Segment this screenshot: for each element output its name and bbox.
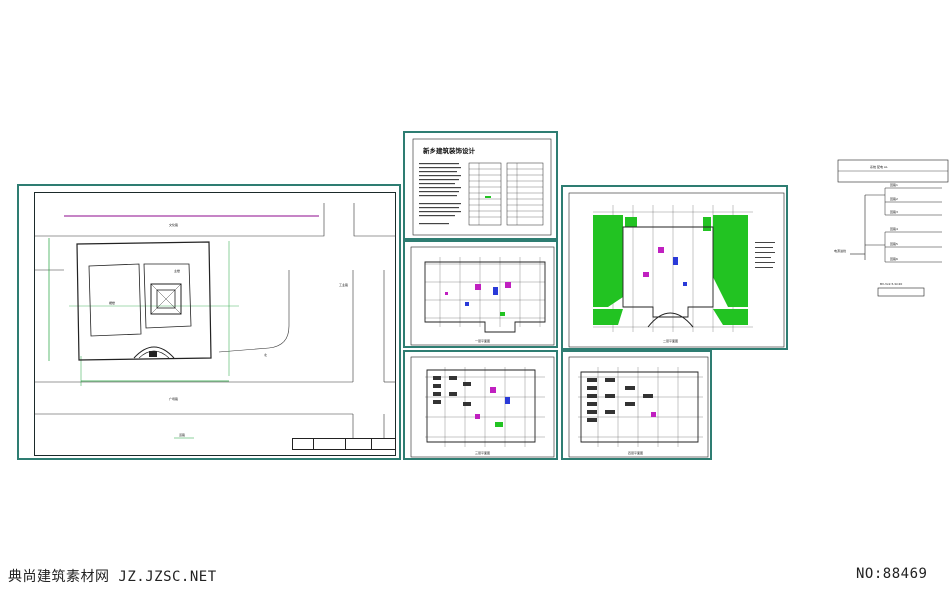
svg-text:主楼: 主楼 — [174, 268, 180, 273]
floor-plan-4-sheet[interactable]: 四层平面图 — [561, 350, 712, 460]
svg-text:一层平面图: 一层平面图 — [475, 338, 490, 343]
floor-plan-3-sheet[interactable]: 三层平面图 — [403, 350, 558, 460]
cover-title: 新乡建筑装饰设计 — [423, 146, 476, 155]
floor-plan-1-drawing: 一层平面图 — [410, 246, 555, 346]
floor-plan-1-sheet[interactable]: 一层平面图 — [403, 240, 558, 348]
svg-text:三层平面图: 三层平面图 — [475, 450, 490, 455]
svg-text:回路2: 回路2 — [890, 196, 898, 201]
site-plan-title-block — [292, 438, 396, 450]
svg-text:回路5: 回路5 — [890, 241, 898, 246]
svg-text:二层平面图: 二层平面图 — [663, 338, 678, 343]
svg-text:广场路: 广场路 — [169, 396, 178, 401]
svg-text:道路: 道路 — [179, 432, 185, 437]
site-plan-inner-frame — [34, 192, 396, 456]
floor-plan-3-drawing: 三层平面图 — [410, 356, 555, 458]
svg-text:四层平面图: 四层平面图 — [628, 450, 643, 455]
floor-plan-2-drawing: 二层平面图 — [568, 192, 785, 348]
site-plan-sheet[interactable]: 文化路 工业路 主楼 裙楼 北 广场路 道路 — [17, 184, 401, 460]
floor-plan-4-drawing: 四层平面图 — [568, 356, 709, 458]
svg-text:BV-3x2.5-SC20: BV-3x2.5-SC20 — [880, 282, 902, 286]
watermark-left: 典尚建筑素材网 JZ.JZSC.NET — [8, 569, 217, 585]
svg-text:裙楼: 裙楼 — [109, 300, 115, 305]
distribution-diagram[interactable]: 系统 配电 AL 回路1 回路2 回路3 回路4 回路5 回路6 电源进线 BV… — [830, 150, 950, 310]
cover-sheet[interactable]: 新乡建筑装饰设计 — [403, 131, 558, 240]
svg-text:工业路: 工业路 — [339, 282, 348, 287]
svg-text:回路1: 回路1 — [890, 182, 898, 187]
svg-text:文化路: 文化路 — [169, 222, 178, 227]
svg-text:北: 北 — [264, 352, 267, 357]
svg-text:回路6: 回路6 — [890, 256, 898, 261]
site-plan-drawing: 文化路 工业路 主楼 裙楼 北 广场路 道路 — [34, 203, 396, 448]
cover-text-drawing: 新乡建筑装饰设计 — [412, 138, 552, 236]
svg-text:系统 配电 AL: 系统 配电 AL — [870, 164, 888, 169]
svg-text:电源进线: 电源进线 — [834, 248, 846, 253]
svg-text:回路3: 回路3 — [890, 209, 898, 214]
floor-plan-2-sheet[interactable]: 二层平面图 — [561, 185, 788, 350]
distribution-diagram-drawing: 系统 配电 AL 回路1 回路2 回路3 回路4 回路5 回路6 电源进线 BV… — [834, 159, 949, 297]
svg-text:回路4: 回路4 — [890, 226, 898, 231]
watermark-right: NO:88469 — [856, 566, 928, 582]
